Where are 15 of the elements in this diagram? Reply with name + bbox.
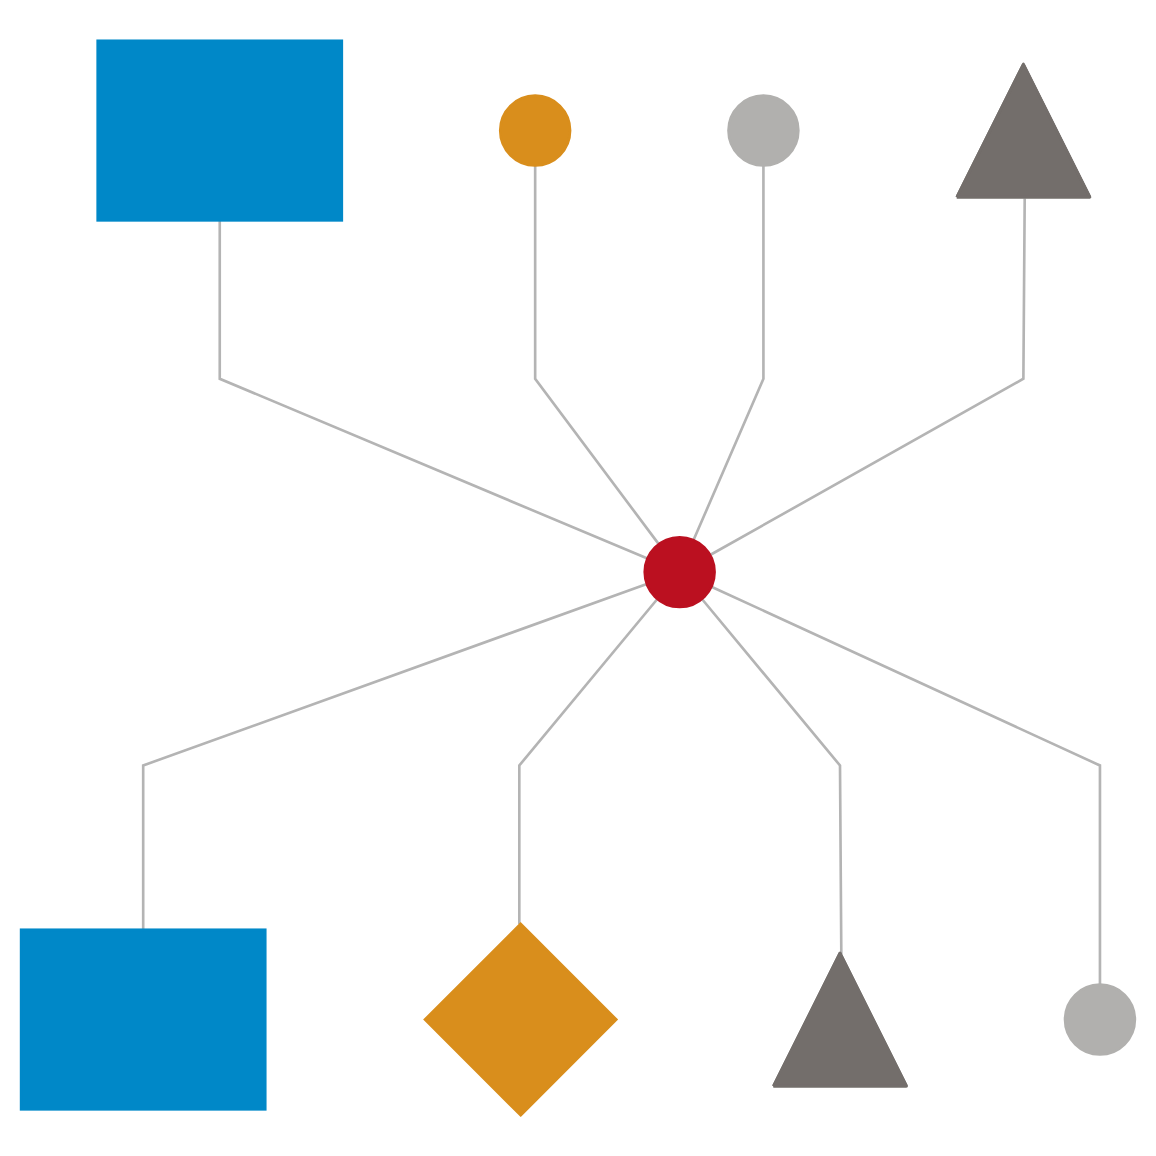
node-circle (727, 94, 800, 167)
node-circle (498, 94, 572, 167)
node-circle (1063, 983, 1137, 1056)
connector (141, 582, 648, 930)
connector (692, 165, 765, 541)
node-box (96, 39, 344, 222)
node-diamond (423, 922, 619, 1118)
node-box (19, 928, 267, 1111)
connector (700, 598, 843, 955)
connector (218, 220, 648, 560)
connector (709, 198, 1026, 557)
connector (533, 165, 660, 545)
connector (710, 585, 1102, 985)
connector (518, 598, 659, 924)
node-circle (643, 535, 716, 609)
